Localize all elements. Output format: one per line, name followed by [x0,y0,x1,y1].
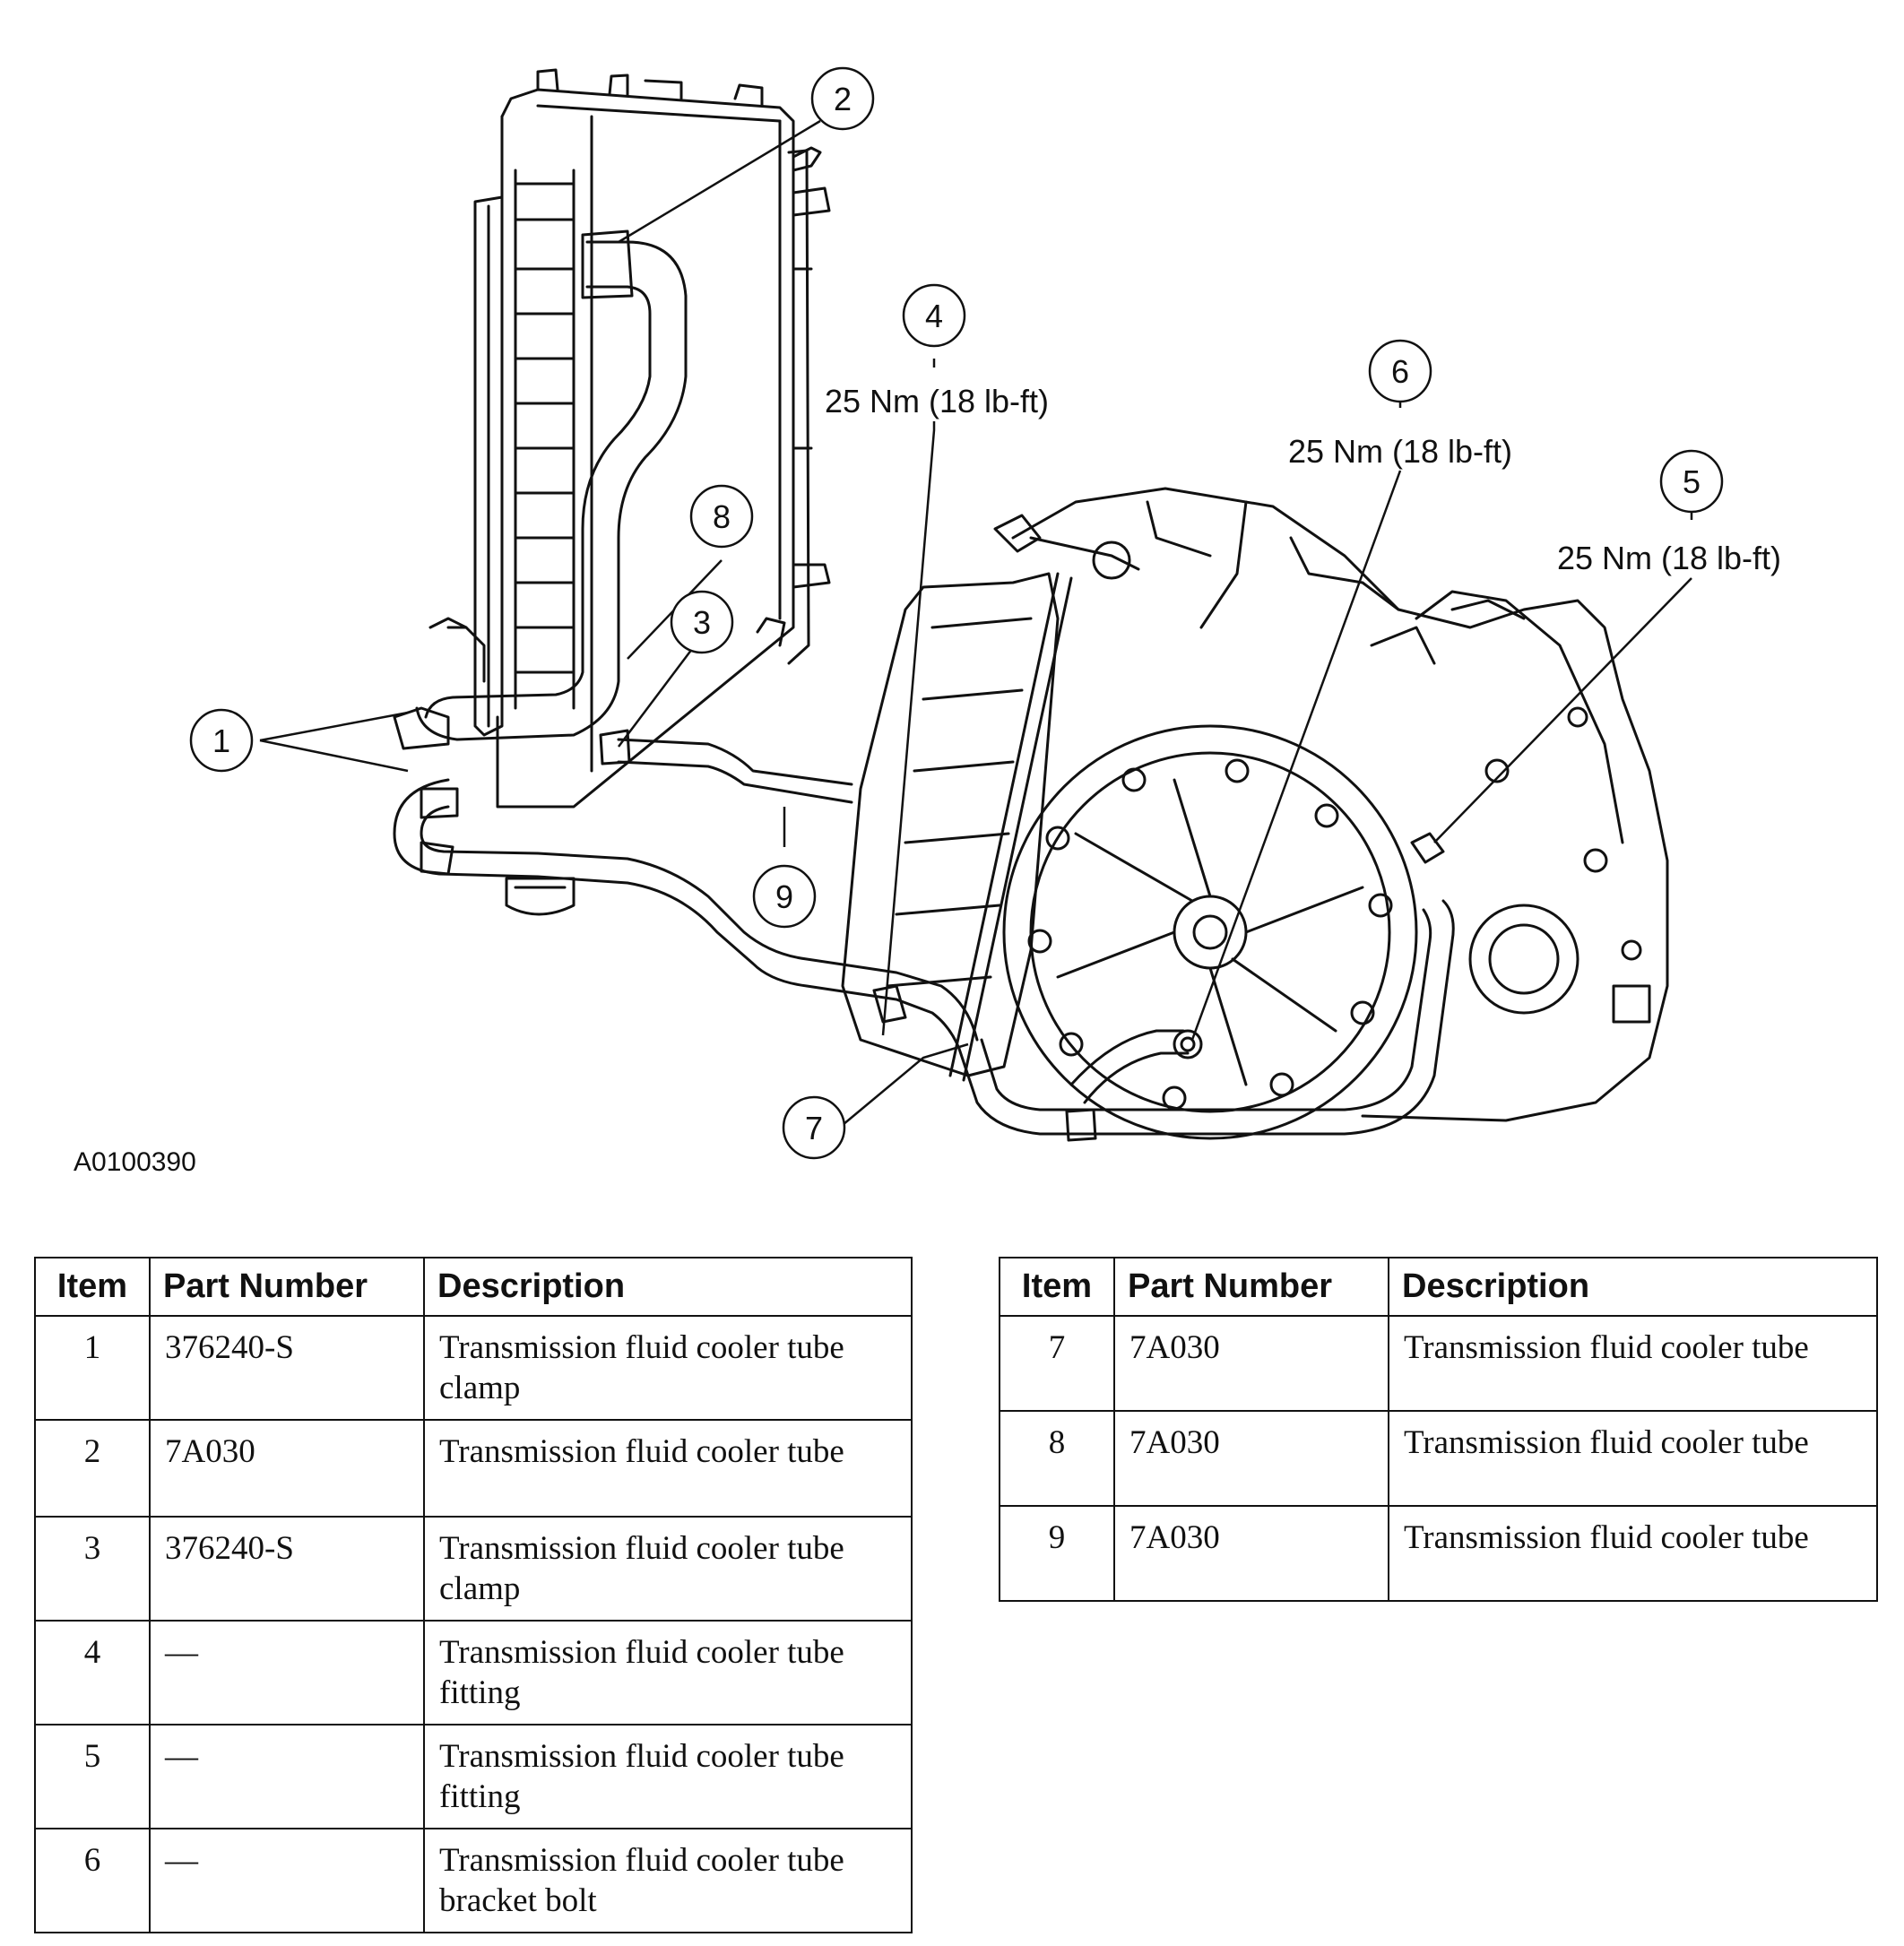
cell-item: 7 [999,1315,1115,1412]
table-header-row: Item Part Number Description [34,1257,913,1317]
table-row: 4 — Transmission fluid cooler tube fitti… [34,1620,913,1725]
cell-description: Transmission fluid cooler tube [423,1419,913,1518]
table-row: 1 376240-S Transmission fluid cooler tub… [34,1315,913,1421]
callout-circle-7 [782,1095,846,1160]
header-part-number: Part Number [149,1257,425,1317]
table-row: 7 7A030 Transmission fluid cooler tube [999,1315,1878,1412]
cooler-tubes-drawing [393,229,1455,1142]
figure-id: A0100390 [74,1147,196,1177]
cell-part-number: 7A030 [1113,1315,1389,1412]
table-row: 8 7A030 Transmission fluid cooler tube [999,1410,1878,1507]
cell-part-number: — [149,1620,425,1725]
callout-circle-9 [752,864,817,929]
table-header-row: Item Part Number Description [999,1257,1878,1317]
parts-table-left: Item Part Number Description 1 376240-S … [34,1257,913,1933]
cell-item: 2 [34,1419,151,1518]
table-row: 2 7A030 Transmission fluid cooler tube [34,1419,913,1518]
callout-circle-3 [670,590,734,654]
header-description: Description [1388,1257,1878,1317]
table-row: 5 — Transmission fluid cooler tube fitti… [34,1724,913,1829]
torque-spec-5: 25 Nm (18 lb-ft) [1557,540,1781,576]
callout-circle-5 [1659,449,1724,514]
leader-lines [259,119,1693,1126]
header-item: Item [999,1257,1115,1317]
table-row: 3 376240-S Transmission fluid cooler tub… [34,1516,913,1622]
callout-circle-8 [689,484,754,549]
table-row: 9 7A030 Transmission fluid cooler tube [999,1505,1878,1602]
cell-description: Transmission fluid cooler tube fitting [423,1724,913,1829]
cell-description: Transmission fluid cooler tube [1388,1505,1878,1602]
cell-item: 5 [34,1724,151,1829]
cell-description: Transmission fluid cooler tube [1388,1410,1878,1507]
callout-circle-6 [1368,339,1432,403]
header-description: Description [423,1257,913,1317]
callout-number-3: 3 [693,604,711,641]
transmission-drawing [841,487,1669,1140]
cell-item: 3 [34,1516,151,1622]
cell-item: 1 [34,1315,151,1421]
callout-number-7: 7 [805,1110,823,1146]
callout-number-6: 6 [1391,353,1409,390]
cell-item: 6 [34,1828,151,1933]
callout-circle-1 [189,708,254,773]
cell-part-number: — [149,1828,425,1933]
radiator-drawing [428,68,831,916]
cell-part-number: 7A030 [1113,1505,1389,1602]
callout-circle-2 [810,66,875,131]
cell-description: Transmission fluid cooler tube fitting [423,1620,913,1725]
torque-spec-6: 25 Nm (18 lb-ft) [1288,433,1512,470]
callout-number-8: 8 [713,498,731,535]
exploded-view-illustration: 1 2 3 4 5 6 7 8 9 25 Nm (18 lb-ft) 25 Nm… [189,66,1781,1160]
cell-description: Transmission fluid cooler tube [1388,1315,1878,1412]
table-row: 6 — Transmission fluid cooler tube brack… [34,1828,913,1933]
cell-description: Transmission fluid cooler tube bracket b… [423,1828,913,1933]
header-item: Item [34,1257,151,1317]
callout-number-9: 9 [775,878,793,915]
cell-part-number: 376240-S [149,1516,425,1622]
callout-number-4: 4 [925,298,943,334]
callout-number-2: 2 [834,81,852,117]
header-part-number: Part Number [1113,1257,1389,1317]
cell-part-number: 7A030 [149,1419,425,1518]
callout-number-5: 5 [1683,463,1701,500]
cell-description: Transmission fluid cooler tube clamp [423,1315,913,1421]
cell-description: Transmission fluid cooler tube clamp [423,1516,913,1622]
cell-item: 8 [999,1410,1115,1507]
callout-number-1: 1 [212,722,230,759]
callout-circle-4 [902,283,966,348]
cell-item: 9 [999,1505,1115,1602]
cell-item: 4 [34,1620,151,1725]
cell-part-number: 376240-S [149,1315,425,1421]
cell-part-number: — [149,1724,425,1829]
torque-spec-4: 25 Nm (18 lb-ft) [825,383,1049,419]
parts-table-right: Item Part Number Description 7 7A030 Tra… [999,1257,1878,1602]
cell-part-number: 7A030 [1113,1410,1389,1507]
